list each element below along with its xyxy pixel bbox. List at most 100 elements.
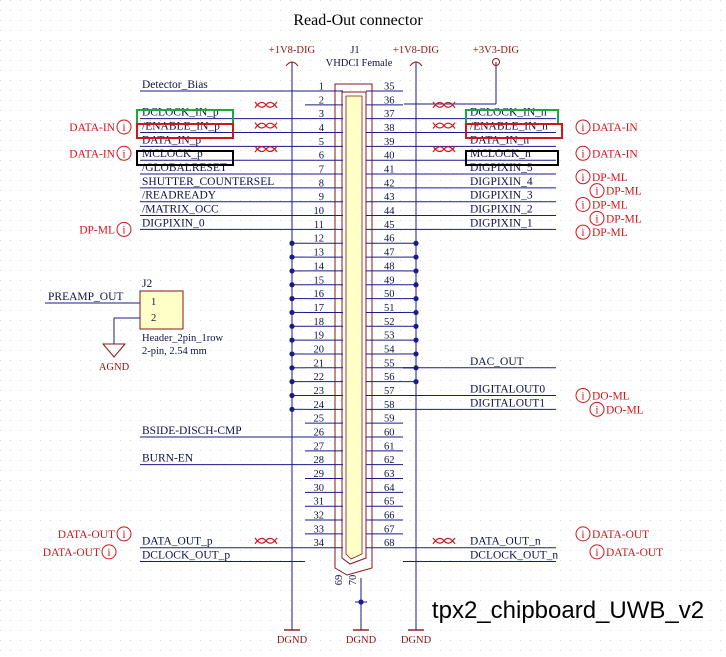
pin-number: 7 [319, 165, 324, 176]
pin-number: 39 [384, 137, 395, 148]
pin-number: 67 [384, 524, 395, 535]
pin-number: 33 [314, 524, 325, 535]
pin-number: 59 [384, 414, 395, 425]
power-label-3v3: +3V3-DIG [473, 45, 520, 56]
pin-number: 26 [314, 428, 325, 439]
junction-dot [289, 268, 295, 274]
pin-number: 32 [314, 511, 325, 522]
junction-dot [289, 240, 295, 246]
junction-dot [358, 599, 364, 605]
pin-number: 66 [384, 511, 395, 522]
net-label-left: /MATRIX_OCC [142, 204, 219, 216]
port-icon [575, 224, 591, 240]
pin-number: 1 [319, 82, 324, 93]
pin-number: 64 [384, 483, 395, 494]
pin-number: 37 [384, 109, 395, 120]
port-icon [589, 401, 605, 417]
port-icon-glyph: i [581, 227, 584, 239]
pin-number: 65 [384, 497, 395, 508]
port-label: DATA-IN [592, 122, 638, 134]
pin-number: 31 [314, 497, 325, 508]
pin-number: 30 [314, 483, 325, 494]
highlight-box [465, 150, 559, 166]
pin-number: 47 [384, 248, 395, 259]
net-label-left: /READREADY [142, 190, 217, 202]
junction-dot [413, 323, 419, 329]
diff-pair-icon [432, 537, 456, 545]
port-label: DP-ML [606, 213, 642, 225]
port-icon-glyph: i [107, 547, 110, 559]
port-icon [589, 544, 605, 560]
pin-number: 50 [384, 289, 395, 300]
pin-number: 10 [314, 206, 325, 217]
pin-number: 38 [384, 123, 395, 134]
pin-number: 34 [314, 538, 325, 549]
sheet-title: Read-Out connector [293, 12, 423, 29]
pin-number: 46 [384, 234, 395, 245]
pin-number: 62 [384, 455, 395, 466]
net-label-right: DATA_IN_n [470, 134, 529, 146]
power-icon-3v3 [492, 58, 500, 66]
diff-pair-icon [254, 122, 278, 129]
port-icon [116, 526, 132, 542]
pin-number: 22 [314, 372, 325, 383]
pin-number: 53 [384, 331, 395, 342]
port-label: DATA-OUT [606, 547, 663, 559]
junction-dot [289, 337, 295, 343]
pin-number: 2 [319, 95, 324, 106]
header-part-desc: 2-pin, 2.54 mm [142, 346, 207, 357]
pin-number: 14 [314, 261, 325, 272]
port-icon-glyph: i [581, 172, 584, 184]
connector-designator: J1 [350, 45, 359, 56]
pin-number: 20 [314, 344, 325, 355]
pin-number: 68 [384, 538, 395, 549]
net-label-right: DIGITALOUT1 [470, 397, 545, 409]
net-label-right: DIGPIXIN_1 [470, 217, 533, 229]
port-label: DATA-IN [69, 148, 115, 160]
port-icon-glyph: i [581, 148, 584, 160]
junction-dot [413, 351, 419, 357]
port-icon [589, 183, 605, 199]
net-label-left: DATA_OUT_p [142, 536, 213, 548]
port-label: DO-ML [606, 404, 644, 416]
port-label: DP-ML [592, 199, 628, 211]
header-pin-1: 1 [151, 297, 156, 308]
highlight-box [465, 123, 563, 139]
pin-number: 57 [384, 386, 395, 397]
junction-dot [413, 296, 419, 302]
net-label-left: SHUTTER_COUNTERSEL [142, 176, 274, 188]
port-label: DATA-OUT [592, 529, 649, 541]
pin-number: 25 [314, 414, 325, 425]
diff-pair-icon [432, 145, 456, 153]
pin-number: 8 [319, 178, 324, 189]
pin-number: 12 [314, 234, 325, 245]
pin-number: 60 [384, 428, 395, 439]
junction-dot [289, 254, 295, 260]
net-label-left: DCLOCK_OUT_p [142, 550, 230, 562]
pin-number: 23 [314, 386, 325, 397]
net-label-right: DIGITALOUT0 [470, 383, 545, 395]
pin-number: 6 [319, 151, 324, 162]
pin-number: 41 [384, 165, 395, 176]
port-icon-glyph: i [581, 529, 584, 541]
port-icon [575, 526, 591, 542]
pin-number: 49 [384, 275, 395, 286]
pin-number: 52 [384, 317, 395, 328]
port-label: DP-ML [592, 227, 628, 239]
port-icon-glyph: i [122, 529, 125, 541]
pin-number: 56 [384, 372, 395, 383]
pin-number: 3 [319, 109, 324, 120]
power-label-1v8-right: +1V8-DIG [393, 45, 440, 56]
junction-dot [413, 282, 419, 288]
junction-dot [289, 296, 295, 302]
pin-number: 55 [384, 358, 395, 369]
pin-number: 27 [314, 441, 325, 452]
pin-number: 44 [384, 206, 395, 217]
net-label-right: DIGPIXIN_2 [470, 204, 533, 216]
pin-number: 42 [384, 178, 395, 189]
diff-pair-icon [254, 145, 278, 153]
pin-number: 15 [314, 275, 325, 286]
junction-dot [413, 379, 419, 385]
pin-number: 18 [314, 317, 325, 328]
junction-dot [289, 365, 295, 371]
